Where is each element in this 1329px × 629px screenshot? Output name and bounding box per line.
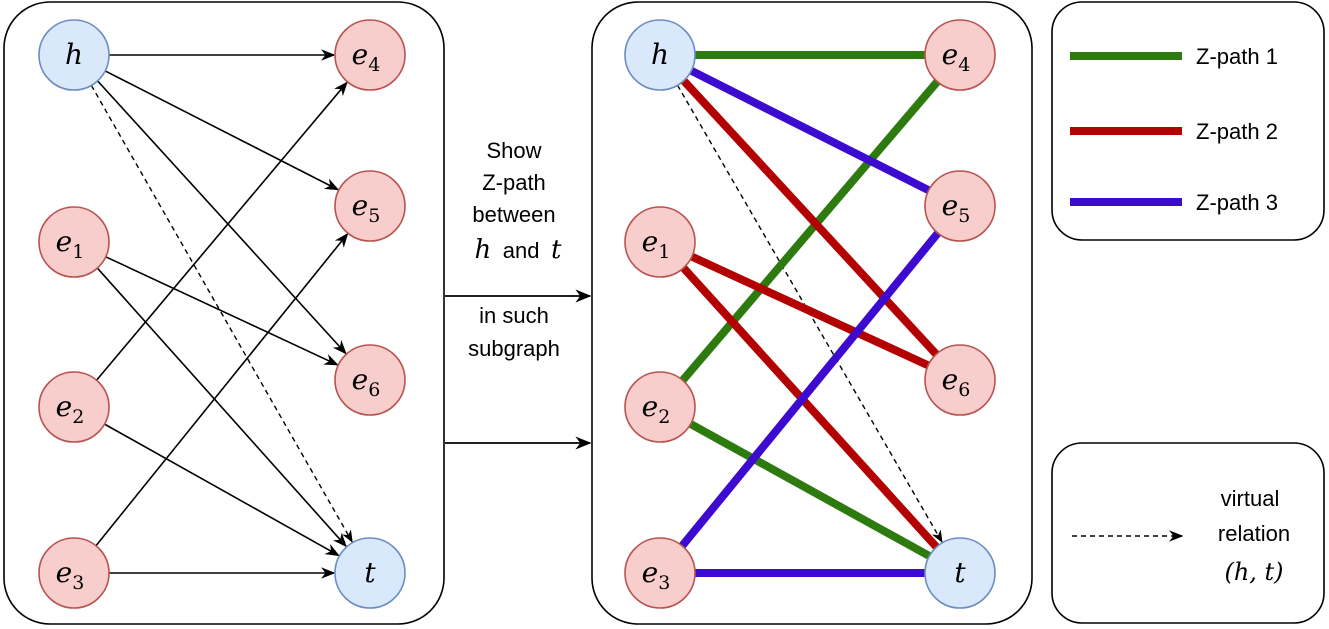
right-node-label-e4: e4	[942, 38, 971, 76]
right-node-e1: e1	[624, 206, 696, 278]
right-node-label-e2: e2	[642, 390, 671, 428]
right-node-circle-e3	[624, 537, 696, 609]
left-virtual-edge	[90, 85, 353, 543]
right-node-label-e6: e6	[942, 363, 971, 401]
left-node-circle-e6	[334, 344, 406, 416]
left-edge-h-e5	[104, 70, 340, 191]
left-node-circle-e4	[334, 19, 406, 91]
left-node-t: t	[334, 537, 406, 609]
right-node-circle-e1	[624, 206, 696, 278]
left-edge-e1-t	[96, 267, 347, 548]
left-node-label-e3: e3	[56, 556, 85, 594]
right-graph-nodes: h e4 e5 e1 e6 e2 e3 t	[624, 19, 996, 609]
right-node-label-e1: e1	[642, 225, 671, 263]
right-node-circle-e2	[624, 371, 696, 443]
right-node-label-t: t	[954, 556, 966, 589]
virtual-legend-line-1: virtual	[1221, 486, 1280, 511]
transition-text-line-3: between	[472, 202, 555, 227]
transition-text-line-4: h and t	[475, 235, 562, 265]
left-node-label-t: t	[364, 556, 376, 589]
left-panel	[3, 1, 445, 625]
right-node-h: h	[624, 19, 696, 91]
left-node-label-e6: e6	[352, 363, 381, 401]
zpath-1-segment-e4-e2	[678, 77, 942, 385]
right-node-e4: e4	[924, 19, 996, 91]
zpath-1-segment-e2-t	[686, 419, 934, 561]
zpath-2-segment-e1-t	[679, 263, 941, 552]
left-edge-e3-e5	[95, 232, 349, 547]
transition-text-line-6: subgraph	[468, 336, 560, 361]
right-node-label-h: h	[651, 38, 669, 71]
right-node-label-e3: e3	[642, 556, 671, 594]
legend-panel	[1051, 1, 1325, 241]
virtual-legend-line-2: relation	[1218, 521, 1290, 546]
right-node-label-e5: e5	[942, 189, 971, 227]
left-node-label-e1: e1	[56, 225, 85, 263]
left-node-e1: e1	[38, 206, 110, 278]
left-graph-edges	[90, 49, 353, 579]
left-graph-nodes: h e4 e5 e1 e6 e2 e3 t	[38, 19, 406, 609]
left-edge-h-e6	[96, 80, 347, 355]
right-node-e5: e5	[924, 170, 996, 242]
right-graph-paths	[676, 51, 943, 577]
right-node-circle-t	[924, 537, 996, 609]
left-node-label-h: h	[65, 38, 83, 71]
left-node-label-e2: e2	[56, 390, 85, 428]
left-node-e2: e2	[38, 371, 110, 443]
left-node-e6: e6	[334, 344, 406, 416]
zpath-3-segment-h-e5	[687, 66, 933, 195]
transition-text-line-5: in such	[479, 303, 549, 328]
left-node-h: h	[38, 19, 110, 91]
right-node-e2: e2	[624, 371, 696, 443]
right-node-circle-e5	[924, 170, 996, 242]
virtual-legend-pair: (h, t)	[1224, 558, 1283, 586]
right-panel	[591, 1, 1033, 625]
zpath-2-segment-h-e6	[679, 76, 941, 359]
left-node-e5: e5	[334, 170, 406, 242]
left-edge-e2-t	[104, 423, 340, 557]
right-node-circle-e6	[924, 344, 996, 416]
left-node-circle-t	[334, 537, 406, 609]
left-node-circle-e3	[38, 537, 110, 609]
right-node-circle-e4	[924, 19, 996, 91]
legend-label-zpath-2: Z-path 2	[1196, 119, 1278, 144]
transition-text-line-1: Show	[486, 138, 541, 163]
transition-and-word: and	[503, 238, 540, 263]
transition-text-line-2: Z-path	[482, 170, 546, 195]
virtual-legend-panel	[1051, 442, 1325, 624]
left-node-e4: e4	[334, 19, 406, 91]
left-edge-e2-e4	[95, 81, 348, 381]
right-node-e3: e3	[624, 537, 696, 609]
left-node-circle-e1	[38, 206, 110, 278]
zpath-2-segment-e6-e1	[688, 252, 932, 370]
legend-label-zpath-1: Z-path 1	[1196, 44, 1278, 69]
right-node-e6: e6	[924, 344, 996, 416]
zpath-3-segment-e5-e3	[677, 229, 943, 550]
left-node-circle-e5	[334, 170, 406, 242]
left-node-circle-h	[38, 19, 110, 91]
right-node-t: t	[924, 537, 996, 609]
left-node-e3: e3	[38, 537, 110, 609]
left-node-label-e5: e5	[352, 189, 381, 227]
transition-math-t: t	[551, 235, 562, 265]
right-node-circle-h	[624, 19, 696, 91]
transition-math-h: h	[475, 235, 492, 265]
left-edge-e1-e6	[105, 256, 339, 366]
legend-label-zpath-3: Z-path 3	[1196, 190, 1278, 215]
left-node-circle-e2	[38, 371, 110, 443]
left-node-label-e4: e4	[352, 38, 381, 76]
